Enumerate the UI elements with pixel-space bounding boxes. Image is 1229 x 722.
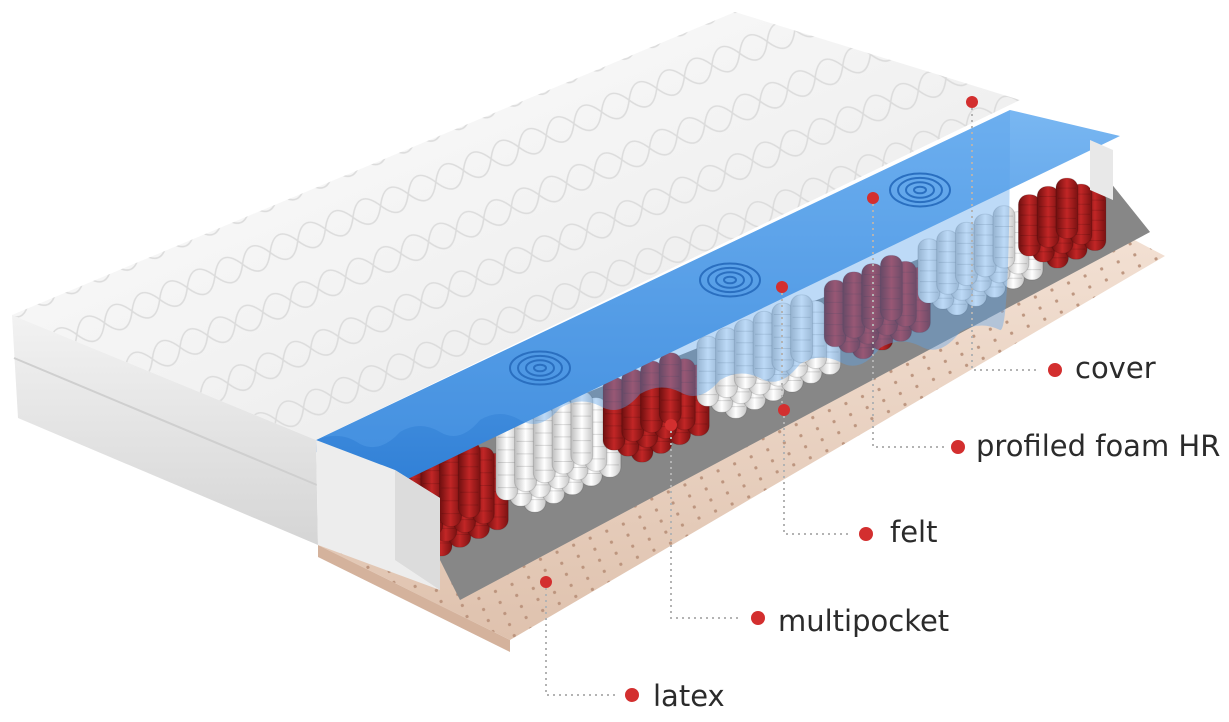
marker-multipocket — [665, 419, 677, 431]
marker-cover — [966, 96, 978, 108]
bullet-cover — [1048, 363, 1062, 377]
leader-multipocket — [670, 425, 742, 619]
marker-felt — [778, 404, 790, 416]
bullet-profiled-foam-hr — [951, 440, 965, 454]
mattress-cover — [12, 12, 1113, 590]
layer-markers — [540, 96, 1062, 702]
label-multipocket: multipocket — [778, 604, 950, 638]
foam-ring — [533, 363, 547, 373]
foam-ring — [913, 185, 927, 195]
bullet-latex — [625, 688, 639, 702]
foam-ring — [517, 354, 563, 382]
leader-cover — [971, 102, 1040, 371]
foam-ring — [889, 172, 951, 208]
pocket-coil — [1055, 177, 1079, 240]
foam-ring — [707, 266, 753, 294]
foam-ring-pattern — [509, 172, 951, 386]
marker-latex — [540, 576, 552, 588]
pocket-coil — [879, 254, 903, 322]
label-latex: latex — [653, 679, 725, 713]
foam-ring — [715, 271, 745, 289]
pocket-coil — [992, 205, 1016, 269]
leader-latex — [545, 582, 618, 696]
foam-ring — [699, 262, 761, 298]
foam-ring — [509, 350, 571, 386]
multipocket-springs — [401, 177, 1107, 557]
marker-profiled-foam-hr — [867, 192, 879, 204]
marker-felt-top — [776, 281, 788, 293]
foam-ring — [897, 176, 943, 204]
label-cover: cover — [1075, 351, 1156, 385]
label-profiled-foam-hr: profiled foam HR — [976, 429, 1221, 463]
foam-ring — [905, 181, 935, 199]
pocket-coil — [790, 294, 814, 363]
bullet-felt — [859, 527, 873, 541]
label-felt: felt — [890, 515, 938, 549]
foam-ring — [723, 275, 737, 285]
leader-lines — [545, 102, 1040, 696]
bullet-multipocket — [751, 611, 765, 625]
leader-felt — [783, 410, 850, 535]
foam-ring — [525, 359, 555, 377]
